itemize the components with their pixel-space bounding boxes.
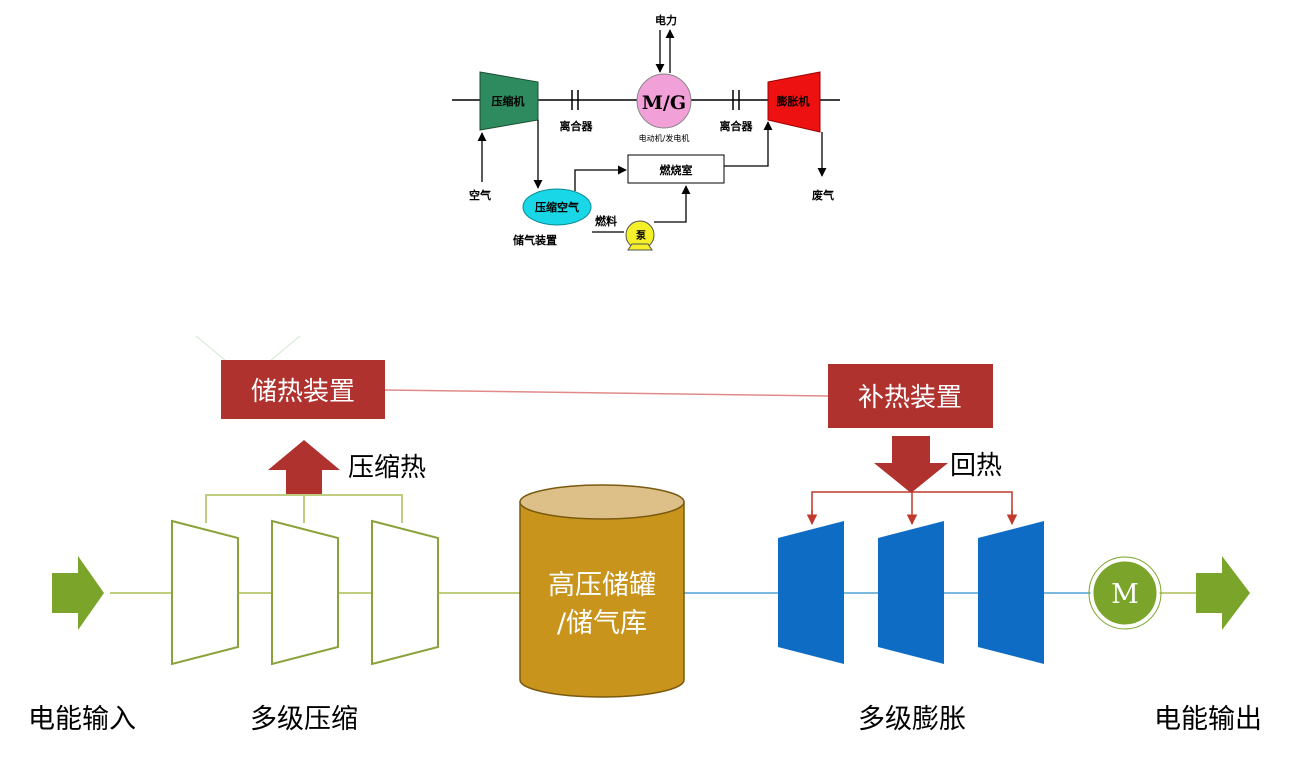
storage-to-combustor-line <box>574 165 627 191</box>
multi-compression-label: 多级压缩 <box>250 704 358 735</box>
power-in-arrow <box>52 556 104 630</box>
clutch-right-label: 离合器 <box>720 119 754 133</box>
compressor-stage-2 <box>271 519 339 666</box>
expander-stage-2 <box>878 521 944 664</box>
clutch-right-symbol <box>732 90 740 110</box>
combustor-box <box>627 154 725 184</box>
expander-label: 膨胀机 <box>776 94 810 108</box>
air-label: 空气 <box>469 188 491 202</box>
pump-to-combustor-line <box>654 185 691 223</box>
clutch-left-symbol <box>571 90 579 110</box>
compressor-label: 压缩机 <box>492 94 525 108</box>
power-label: 电力 <box>655 13 677 27</box>
compression-heat-arrow <box>268 440 340 495</box>
power-out-arrow <box>1196 556 1250 630</box>
pump-base <box>627 243 653 251</box>
power-out-label: 电能输出 <box>1154 704 1262 735</box>
exhaust-label: 废气 <box>812 188 834 202</box>
storage-caption: 储气装置 <box>513 233 557 247</box>
combustor-to-expander-line <box>724 121 773 167</box>
motor-generator-circle <box>636 73 692 129</box>
tank-label-line1: 高压储罐 <box>548 570 656 601</box>
motor-label: M <box>1111 579 1139 610</box>
expander-stage-1 <box>778 521 844 664</box>
mg-label: M/G <box>642 92 686 114</box>
compressor-stage-1 <box>171 519 239 666</box>
compressor-stage-3 <box>371 519 439 666</box>
clutch-left-label: 离合器 <box>560 119 594 133</box>
top-schematic: 离合器 离合器 压缩机 膨胀机 M/G 电动机/发电机 电力 空气 废气 压缩空… <box>452 13 840 251</box>
heat-storage-label: 储热装置 <box>251 377 355 407</box>
multi-expansion-label: 多级膨胀 <box>858 704 966 735</box>
storage-bubble <box>522 188 592 226</box>
tank-top <box>519 484 685 520</box>
tank-body <box>519 501 685 698</box>
motor-circle <box>1090 558 1160 628</box>
motor-ring <box>1088 556 1162 630</box>
heat-link-line <box>384 389 829 397</box>
heat-storage-box <box>221 360 385 419</box>
tank-label-line2: /储气库 <box>557 608 647 639</box>
expander-stage-3 <box>978 521 1044 664</box>
fuel-label: 燃料 <box>594 214 617 228</box>
reheat-arrow <box>874 436 948 493</box>
mg-caption: 电动机/发电机 <box>639 133 690 143</box>
heat-supplement-box <box>828 364 993 428</box>
pump-label: 泵 <box>636 230 647 242</box>
compression-heat-label: 压缩热 <box>348 453 426 483</box>
bottom-schematic: 储热装置 补热装置 压缩热 回热 高压储罐 /储气库 <box>28 335 1262 735</box>
combustor-label: 燃烧室 <box>659 163 693 177</box>
reheat-label: 回热 <box>950 451 1002 481</box>
storage-bubble-label: 压缩空气 <box>535 200 579 214</box>
expander-shape <box>767 71 821 133</box>
heat-supplement-label: 补热装置 <box>858 383 962 413</box>
power-in-label: 电能输入 <box>28 704 136 735</box>
